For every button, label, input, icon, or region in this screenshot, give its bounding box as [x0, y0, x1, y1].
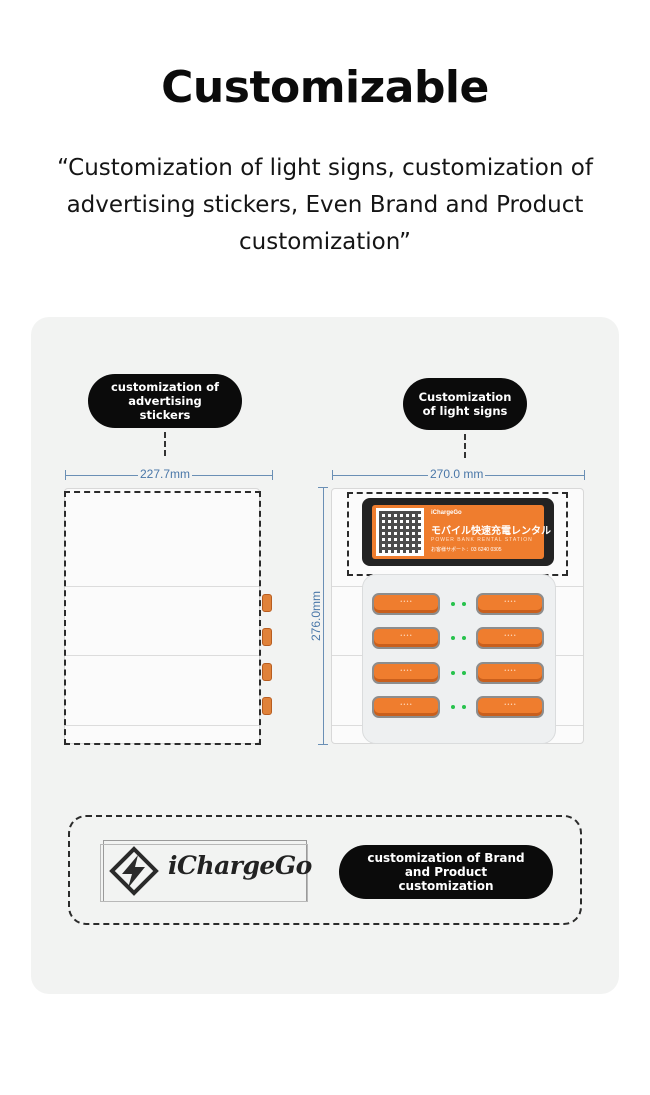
screen-sub-text: POWER BANK RENTAL STATION	[431, 537, 533, 543]
brand-customization-callout: customization of Brand and Product custo…	[339, 845, 553, 899]
power-bank-slot	[476, 593, 544, 615]
power-bank-slot	[372, 662, 440, 684]
side-width-label: 227.7mm	[138, 467, 193, 481]
page-title: Customizable	[161, 62, 489, 113]
side-power-bank-tab	[262, 594, 272, 612]
status-led	[462, 602, 466, 606]
status-led	[462, 705, 466, 709]
brand-logo-frame	[100, 840, 308, 902]
screen-main-text: モバイル快速充電レンタル	[431, 526, 551, 537]
status-led	[462, 671, 466, 675]
height-label: 276.0mm	[309, 588, 324, 644]
qr-code	[376, 508, 424, 556]
brand-customization-label: customization of Brand and Product custo…	[367, 851, 525, 893]
front-width-label: 270.0 mm	[428, 467, 486, 481]
height-dim-line	[323, 487, 324, 745]
page-subtitle: “Customization of light signs, customiza…	[57, 155, 593, 255]
light-sign-area	[347, 492, 568, 576]
lightning-bolt-icon	[109, 846, 159, 896]
advertising-sticker-area	[64, 491, 261, 745]
side-power-bank-tab	[262, 628, 272, 646]
side-power-bank-tab	[262, 697, 272, 715]
power-bank-slot	[476, 662, 544, 684]
side-power-bank-tab	[262, 663, 272, 681]
status-led	[451, 636, 455, 640]
side-view-cabinet	[64, 488, 260, 744]
light-signs-callout-connector	[464, 434, 466, 458]
brand-logo-text: iChargeGo	[168, 851, 312, 880]
status-led	[451, 602, 455, 606]
power-bank-slot	[372, 696, 440, 718]
screen-support-text: お客様サポート：03 6240 0305	[431, 547, 502, 553]
side-shelf-line	[65, 655, 259, 656]
light-signs-callout: Customization of light signs	[403, 378, 527, 430]
advertising-stickers-label: customization of advertising stickers	[110, 380, 220, 422]
screen-brand-text: iChargeGo	[431, 510, 462, 516]
power-bank-slot	[372, 627, 440, 649]
advertising-stickers-callout: customization of advertising stickers	[88, 374, 242, 428]
light-signs-label: Customization of light signs	[418, 390, 512, 418]
status-led	[451, 705, 455, 709]
status-led	[451, 671, 455, 675]
status-led	[462, 636, 466, 640]
brand-customization-area	[68, 815, 582, 925]
power-bank-slot	[476, 696, 544, 718]
side-shelf-line	[65, 725, 259, 726]
advertising-callout-connector	[164, 432, 166, 456]
power-bank-slot	[476, 627, 544, 649]
side-shelf-line	[65, 586, 259, 587]
power-bank-slot	[372, 593, 440, 615]
